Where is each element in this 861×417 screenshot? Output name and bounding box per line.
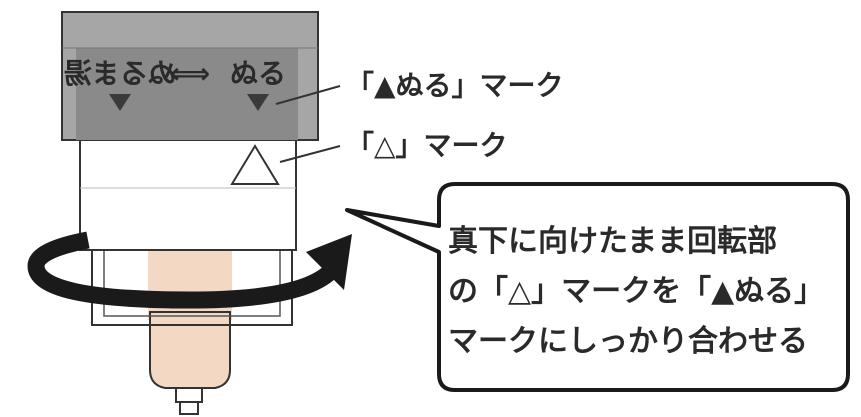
rotation-arrow-icon [27,231,352,309]
leader-line-triangle-mark [279,145,341,163]
callout-line-3: マークにしっかり合わせる [448,324,808,359]
cap-right-down-triangle-icon [247,94,269,111]
triangle-mark-label: 「△」マーク [346,129,508,162]
cap-left-down-triangle-icon [109,94,131,111]
speech-bubble [345,182,850,392]
nuru-mark-label: 「▲ぬる」マーク [346,69,564,102]
callout-line-2: の「△」マークを「▲ぬる」 [448,274,825,309]
open-triangle-mark-icon [230,144,280,185]
filter-cartridge [148,250,232,415]
cap-double-arrow-icon: ⟺ [170,57,210,90]
leader-line-nuru-mark [275,85,341,105]
cap-right-label: ぬる [230,57,286,90]
rotating-body [79,139,297,251]
cap-left-label: ぬるま湯 [64,57,176,90]
callout-line-1: 真下に向けたまま回転部 [448,224,778,259]
